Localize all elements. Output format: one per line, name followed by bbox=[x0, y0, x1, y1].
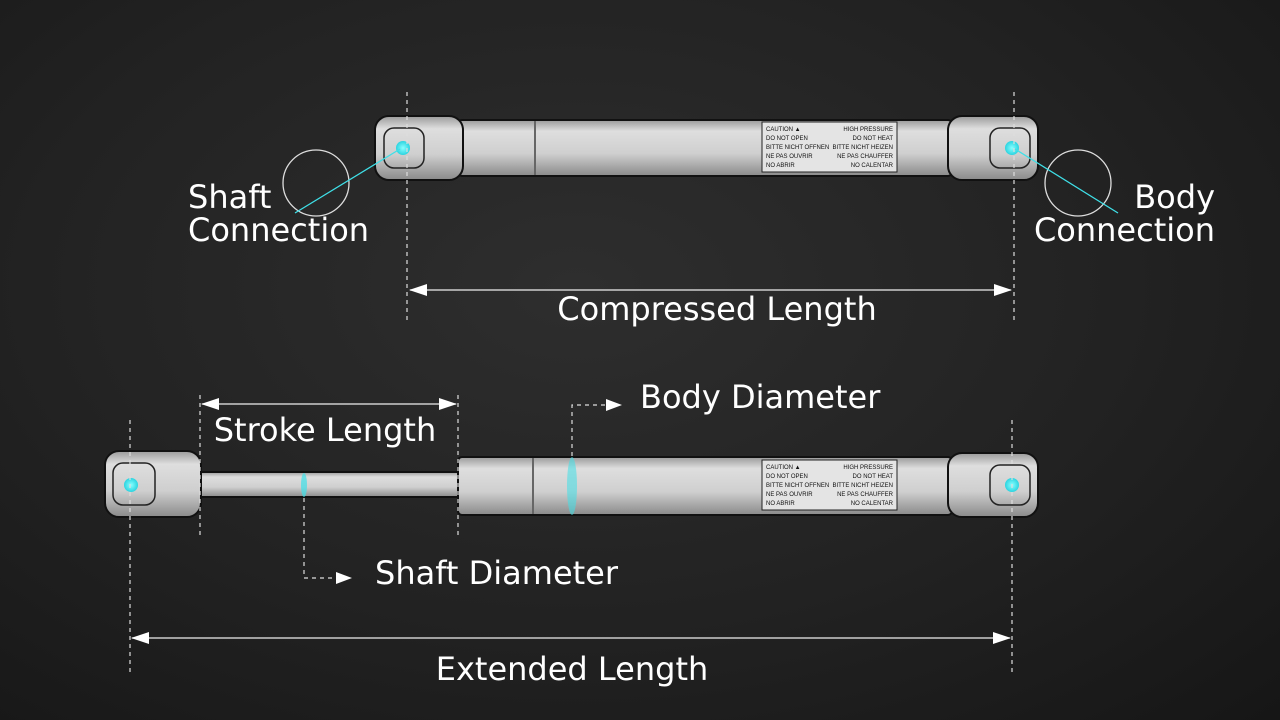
caution-text: NE PAS OUVRIR bbox=[766, 492, 813, 498]
connection-point-icon bbox=[1005, 141, 1019, 155]
shaft-diameter-marker bbox=[301, 473, 307, 497]
caution-text: NO ABRIR bbox=[766, 163, 795, 169]
strut-shaft bbox=[192, 471, 462, 498]
shaft-diameter-leader bbox=[303, 498, 352, 584]
connection-point-icon bbox=[396, 141, 410, 155]
caution-label: CAUTION ▲ DO NOT OPEN BITTE NICHT OFFNEN… bbox=[761, 459, 898, 511]
caution-text: DO NOT HEAT bbox=[853, 136, 894, 142]
caution-text: BITTE NICHT OFFNEN bbox=[766, 483, 829, 489]
extended-length-label: Extended Length bbox=[436, 650, 709, 688]
caution-text: BITTE NICHT OFFNEN bbox=[766, 145, 829, 151]
body-end-fitting bbox=[947, 452, 1039, 518]
stroke-length-dimension bbox=[201, 398, 457, 410]
caution-text: HIGH PRESSURE bbox=[843, 465, 893, 471]
caution-text: CAUTION ▲ bbox=[766, 465, 801, 471]
connection-point-icon bbox=[124, 478, 138, 492]
body-diameter-marker bbox=[567, 457, 577, 515]
extended-length-dimension bbox=[131, 632, 1011, 644]
body-end-fitting bbox=[947, 115, 1039, 181]
caution-text: CAUTION ▲ bbox=[766, 127, 801, 133]
body-diameter-leader bbox=[571, 399, 622, 456]
caution-text: BITTE NICHT HEIZEN bbox=[832, 483, 893, 489]
caution-text: DO NOT OPEN bbox=[766, 474, 808, 480]
shaft-end-fitting bbox=[104, 450, 202, 518]
caution-text: NO CALENTAR bbox=[851, 501, 894, 507]
compressed-strut: CAUTION ▲ DO NOT OPEN BITTE NICHT OFFNEN… bbox=[374, 115, 1039, 181]
caution-text: NE PAS CHAUFFER bbox=[837, 154, 894, 160]
caution-text: DO NOT OPEN bbox=[766, 136, 808, 142]
caution-text: BITTE NICHT HEIZEN bbox=[832, 145, 893, 151]
caution-text: NE PAS CHAUFFER bbox=[837, 492, 894, 498]
shaft-connection-label: Shaft bbox=[188, 178, 271, 216]
caution-text: NO CALENTAR bbox=[851, 163, 894, 169]
caution-label: CAUTION ▲ DO NOT OPEN BITTE NICHT OFFNEN… bbox=[761, 121, 898, 173]
caution-text: HIGH PRESSURE bbox=[843, 127, 893, 133]
stroke-length-label: Stroke Length bbox=[214, 411, 437, 449]
caution-text: DO NOT HEAT bbox=[853, 474, 894, 480]
body-connection-callout bbox=[1014, 148, 1119, 217]
shaft-connection-callout bbox=[282, 148, 401, 217]
compressed-length-label: Compressed Length bbox=[557, 290, 876, 328]
extended-strut: CAUTION ▲ DO NOT OPEN BITTE NICHT OFFNEN… bbox=[104, 450, 1039, 518]
caution-text: NE PAS OUVRIR bbox=[766, 154, 813, 160]
compressed-length-dimension bbox=[409, 284, 1012, 296]
shaft-diameter-label: Shaft Diameter bbox=[375, 554, 619, 592]
shaft-connection-label: Connection bbox=[188, 211, 369, 249]
body-connection-label: Connection bbox=[1034, 211, 1215, 249]
shaft-end-fitting bbox=[374, 115, 464, 181]
body-diameter-label: Body Diameter bbox=[640, 378, 881, 416]
caution-text: NO ABRIR bbox=[766, 501, 795, 507]
body-connection-label: Body bbox=[1134, 178, 1215, 216]
